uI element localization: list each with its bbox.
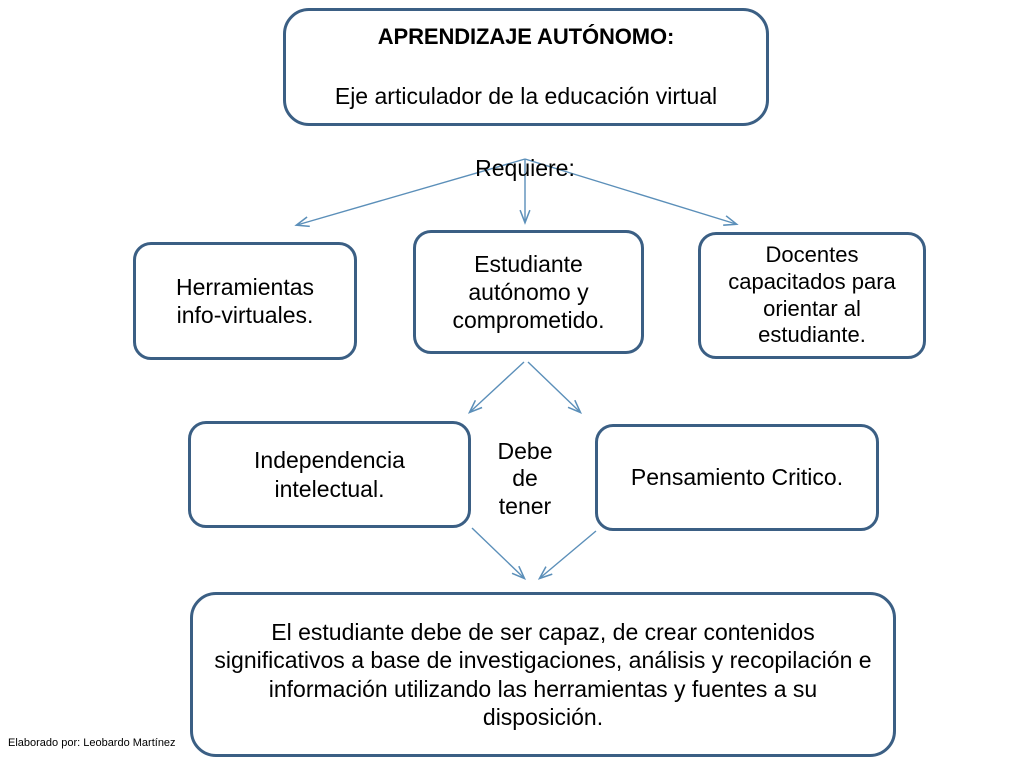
connector-label-debe-de-tener-text: Debe de tener [497,437,553,519]
author-credit: Elaborado por: Leobardo Martínez [8,737,176,749]
arrow-independencia-to-conclusion [471,527,524,578]
node-aprendizaje-autonomo-text: APRENDIZAJE AUTÓNOMO: Eje articulador de… [286,0,766,138]
node-pensamiento-critico[interactable]: Pensamiento Critico. [595,424,879,531]
node-docentes-capacitados-text: Docentes capacitados para orientar al es… [728,241,896,348]
node-estudiante-autonomo-text: Estudiante autónomo y comprometido. [452,250,605,334]
connector-label-requiere-text: Requiere: [475,154,575,181]
node-herramientas-info-virtuales-text: Herramientas info-virtuales. [175,273,315,328]
connector-label-debe-de-tener: Debe de tener [465,410,585,520]
arrow-pensamiento-to-conclusion [540,530,597,578]
node-herramientas-info-virtuales[interactable]: Herramientas info-virtuales. [133,242,357,360]
node-aprendizaje-autonomo-subheading: Eje articulador de la educación virtual [334,82,718,109]
arrow-to-conclusion-group [471,527,597,578]
arrow-debe-de-tener-group [470,361,580,412]
node-docentes-capacitados[interactable]: Docentes capacitados para orientar al es… [698,232,926,359]
node-conclusion-text: El estudiante debe de ser capaz, de crea… [214,619,872,730]
node-independencia-intelectual[interactable]: Independencia intelectual. [188,421,471,528]
node-aprendizaje-autonomo[interactable]: APRENDIZAJE AUTÓNOMO: Eje articulador de… [283,8,769,126]
node-independencia-intelectual-text: Independencia intelectual. [254,447,405,502]
node-aprendizaje-autonomo-heading: APRENDIZAJE AUTÓNOMO: [377,24,675,50]
connector-label-requiere: Requiere: [425,127,625,182]
node-pensamiento-critico-text: Pensamiento Critico. [630,464,844,491]
node-conclusion[interactable]: El estudiante debe de ser capaz, de crea… [190,592,896,757]
arrow-to-pensamiento [527,361,580,412]
node-estudiante-autonomo[interactable]: Estudiante autónomo y comprometido. [413,230,644,354]
arrow-to-independencia [470,361,525,412]
